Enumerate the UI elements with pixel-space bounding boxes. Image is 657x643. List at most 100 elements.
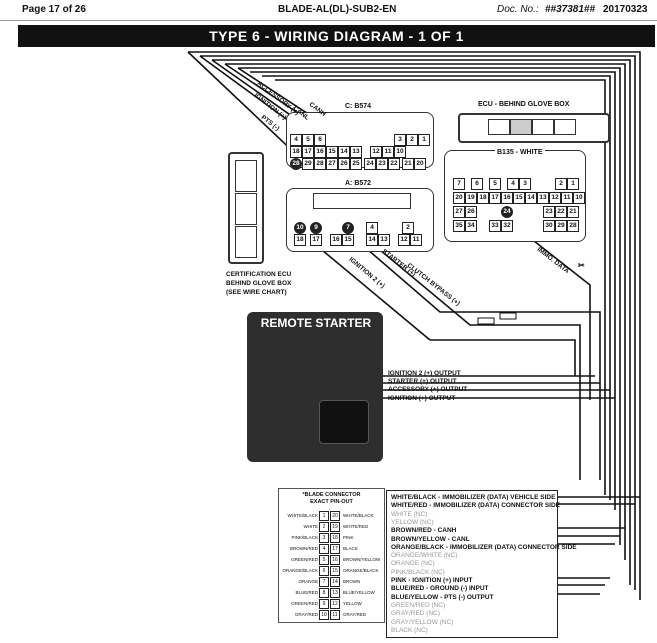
pts-wire [187, 51, 301, 159]
pin: 30 [543, 220, 555, 232]
legend-item: PINK - IGNITION (+) INPUT [391, 577, 473, 584]
remote-starter-module [247, 312, 383, 462]
pin: 24 [364, 158, 376, 170]
pin-number-right: 11 [330, 610, 340, 620]
connector-a-label: A: B572 [345, 180, 372, 187]
pin-color-left: ORANGE/BLACK [282, 568, 318, 573]
pin: 29 [555, 220, 567, 232]
output-accessory: ACCESSORY (+) OUTPUT [388, 386, 468, 393]
pin: 16 [501, 192, 513, 204]
pin: 5 [302, 134, 314, 146]
pin: 7 [342, 222, 354, 234]
pin-number-left: 7 [319, 577, 329, 587]
pin-color-left: BROWN/RED [290, 546, 318, 551]
pin: 24 [501, 206, 513, 218]
pin: 6 [471, 178, 483, 190]
pin-number-left: 8 [319, 588, 329, 598]
pin: 10 [394, 146, 406, 158]
pin: 4 [290, 134, 302, 146]
legend-item: GRAY/RED (NC) [391, 610, 440, 618]
wire-legend: WHITE/BLACK - IMMOBILIZER (DATA) VEHICLE… [386, 490, 577, 638]
legend-item: BLUE/YELLOW - PTS (-) OUTPUT [391, 593, 494, 601]
legend-item: PINK/BLACK (NC) [391, 568, 445, 576]
svg-text:✂: ✂ [578, 261, 585, 270]
pin-color-right: WHITE/RED [343, 524, 369, 529]
legend-item: WHITE/RED - IMMOBILIZER (DATA) CONNECTOR… [391, 502, 560, 510]
pin-number-left: 6 [319, 566, 329, 576]
pin: 12 [398, 234, 410, 246]
pin: 13 [537, 192, 549, 204]
pin: 13 [378, 234, 390, 246]
legend-item: GREEN/RED (NC) [391, 601, 446, 609]
pin: 1 [567, 178, 579, 190]
pin: 10 [573, 192, 585, 204]
pin: 23 [376, 158, 388, 170]
pin: 2 [402, 222, 414, 234]
pin: 2 [406, 134, 418, 146]
legend-item: WHITE/BLACK - IMMOBILIZER (DATA) VEHICLE… [391, 494, 556, 501]
pin-number-right: 20 [330, 511, 340, 521]
pin: 28 [314, 158, 326, 170]
legend-item: YELLOW (NC) [391, 518, 434, 526]
pin: 28 [567, 220, 579, 232]
pin: 33 [489, 220, 501, 232]
pin: 11 [382, 146, 394, 158]
pin-number-left: 10 [319, 610, 329, 620]
pin-color-right: GRAY/RED [343, 612, 367, 617]
pin: 10 [294, 222, 306, 234]
pin: 21 [567, 206, 579, 218]
pin-color-left: PINK/BLACK [291, 535, 318, 540]
certification-ecu [228, 152, 264, 264]
pin: 4 [507, 178, 519, 190]
pin-number-right: 13 [330, 588, 340, 598]
blade-title-2: EXACT PIN-OUT [310, 499, 353, 505]
pin-color-left: WHITE [303, 524, 319, 529]
pin: 22 [388, 158, 400, 170]
page-header: Page 17 of 26 BLADE-AL(DL)-SUB2-EN Doc. … [0, 0, 657, 21]
pin-color-left: GREEN/RED [291, 601, 318, 606]
output-ignition: IGNITION (+) OUTPUT [388, 395, 456, 402]
pin-number-right: 18 [330, 533, 340, 543]
pin-color-left: WHITE/BLACK [287, 513, 318, 518]
ecu-label: ECU - BEHIND GLOVE BOX [478, 101, 570, 108]
pin: 18 [477, 192, 489, 204]
pin: 27 [326, 158, 338, 170]
pin-number-right: 17 [330, 544, 340, 554]
pin: 11 [410, 234, 422, 246]
legend-item: WHITE (NC) [391, 510, 428, 518]
pin: 20 [453, 192, 465, 204]
pin: 3 [519, 178, 531, 190]
pin: 15 [342, 234, 354, 246]
pin-color-right: PINK [343, 535, 354, 540]
cert-ecu-label-1: CERTIFICATION ECU [226, 271, 292, 278]
blade-connector-pinout: *BLADE CONNECTOR EXACT PIN-OUT WHITE/BLA… [278, 488, 385, 623]
b135-label: B135 - WHITE [495, 149, 545, 156]
doc-no: ##37381## [545, 4, 596, 15]
pin-number-left: 1 [319, 511, 329, 521]
pin: 17 [489, 192, 501, 204]
pin: 29 [302, 158, 314, 170]
connector-port-icon [319, 400, 369, 444]
pin: 17 [310, 234, 322, 246]
pin: 28 [290, 158, 302, 170]
ecu-module [458, 113, 610, 143]
pin: 16 [330, 234, 342, 246]
diode-icon [477, 317, 495, 325]
legend-item: BROWN/YELLOW - CANL [391, 535, 470, 543]
legend-item: ORANGE/WHITE (NC) [391, 552, 458, 560]
pin: 19 [465, 192, 477, 204]
pin: 22 [555, 206, 567, 218]
pin-number-right: 15 [330, 566, 340, 576]
pin: 4 [366, 222, 378, 234]
pin: 27 [453, 206, 465, 218]
cert-ecu-label-3: (SEE WIRE CHART) [226, 289, 287, 296]
diagram-title: TYPE 6 - WIRING DIAGRAM - 1 OF 1 [18, 25, 655, 47]
doc-date: 20170323 [603, 4, 648, 15]
remote-starter-title: REMOTE STARTER [260, 316, 372, 330]
pin: 13 [350, 146, 362, 158]
